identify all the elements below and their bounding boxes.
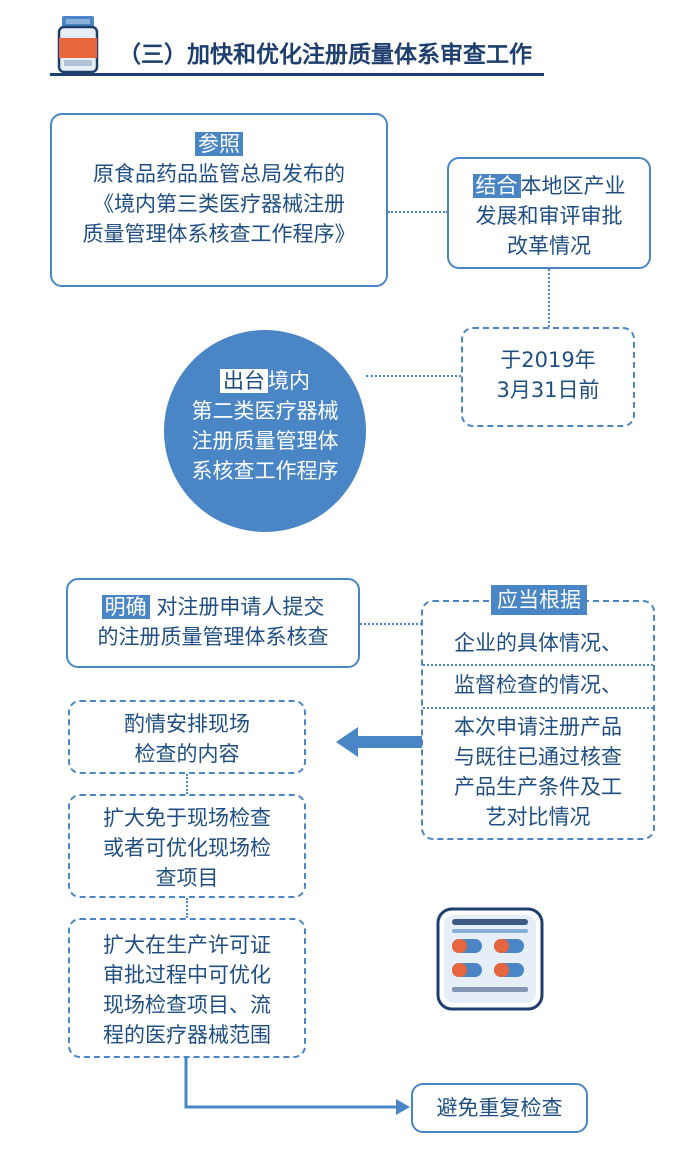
avoid-box: 避免重复检查	[411, 1083, 588, 1133]
title-underline	[50, 73, 544, 76]
onsite-content-box: 酌情安排现场 检查的内容	[68, 700, 306, 774]
connector-left-2	[186, 898, 188, 918]
combine-box: 结合本地区产业 发展和审评审批 改革情况	[447, 157, 651, 269]
onsite-content-line-1: 酌情安排现场	[124, 712, 250, 736]
elbow-arrow-icon	[180, 1058, 412, 1118]
left-arrow-icon	[336, 727, 422, 757]
basis-tag: 应当根据	[491, 585, 587, 615]
license-scope-box: 扩大在生产许可证 审批过程中可优化 现场检查项目、流 程的医疗器械范围	[68, 918, 306, 1058]
combine-line-3: 改革情况	[507, 234, 591, 258]
clarify-box: 明确 对注册申请人提交 的注册质量管理体系核查	[66, 578, 360, 668]
issue-line-4: 系核查工作程序	[191, 459, 339, 483]
issue-line-3: 注册质量管理体	[191, 429, 339, 453]
license-scope-line-4: 程的医疗器械范围	[103, 1023, 271, 1047]
basis-box: 应当根据 企业的具体情况、 监督检查的情况、 本次申请注册产品 与既往已通过核查…	[421, 585, 655, 840]
basis-row-3-line-1: 本次申请注册产品	[454, 715, 622, 739]
deadline-line-2: 3月31日前	[496, 378, 600, 402]
connector-circle-deadline	[366, 375, 461, 377]
basis-row-3-line-4: 艺对比情况	[485, 805, 591, 829]
connector-left-1	[186, 774, 188, 794]
avoid-label: 避免重复检查	[436, 1096, 563, 1120]
basis-row-3-line-2: 与既往已通过核查	[454, 745, 622, 769]
clarify-line-2: 的注册质量管理体系核查	[97, 625, 329, 649]
basis-divider-1	[423, 664, 653, 666]
pill-blister-pack-icon	[432, 905, 548, 1013]
clarify-line-1: 对注册申请人提交	[149, 595, 325, 619]
exemption-line-1: 扩大免于现场检查	[103, 806, 271, 830]
license-scope-line-3: 现场检查项目、流	[103, 993, 271, 1017]
exemption-box: 扩大免于现场检查 或者可优化现场检 查项目	[68, 794, 306, 898]
connector-clarify-basis	[360, 623, 422, 625]
license-scope-line-2: 审批过程中可优化	[103, 963, 271, 987]
reference-box: 参照 原食品药品监管总局发布的 《境内第三类医疗器械注册 质量管理体系核查工作程…	[50, 113, 388, 287]
issue-tag: 出台	[220, 369, 268, 393]
license-scope-line-1: 扩大在生产许可证	[103, 933, 271, 957]
reference-line-2: 《境内第三类医疗器械注册	[93, 192, 345, 216]
issue-line-2: 第二类医疗器械	[191, 399, 339, 423]
basis-row-3-line-3: 产品生产条件及工	[454, 775, 622, 799]
basis-row-2: 监督检查的情况、	[454, 673, 622, 697]
combine-tag: 结合	[472, 174, 521, 198]
clarify-tag: 明确	[101, 595, 150, 619]
issue-line-1: 境内	[268, 369, 310, 393]
medicine-bottle-icon	[56, 14, 100, 74]
deadline-box: 于2019年 3月31日前	[461, 327, 635, 427]
page-title: （三）加快和优化注册质量体系审查工作	[118, 42, 532, 68]
reference-line-3: 质量管理体系核查工作程序》	[82, 222, 356, 246]
reference-tag: 参照	[195, 132, 243, 156]
connector-reference-combine	[388, 211, 448, 213]
combine-line-2: 发展和审评审批	[475, 204, 623, 228]
basis-row-1: 企业的具体情况、	[454, 631, 622, 655]
reference-line-1: 原食品药品监管总局发布的	[93, 162, 345, 186]
basis-divider-2	[423, 707, 653, 709]
connector-combine-deadline	[548, 269, 550, 327]
issue-circle: 出台境内 第二类医疗器械 注册质量管理体 系核查工作程序	[164, 330, 366, 532]
deadline-line-1: 于2019年	[500, 348, 596, 372]
onsite-content-line-2: 检查的内容	[134, 742, 240, 766]
exemption-line-3: 查项目	[155, 866, 219, 890]
combine-line-1: 本地区产业	[520, 174, 626, 198]
exemption-line-2: 或者可优化现场检	[103, 836, 271, 860]
